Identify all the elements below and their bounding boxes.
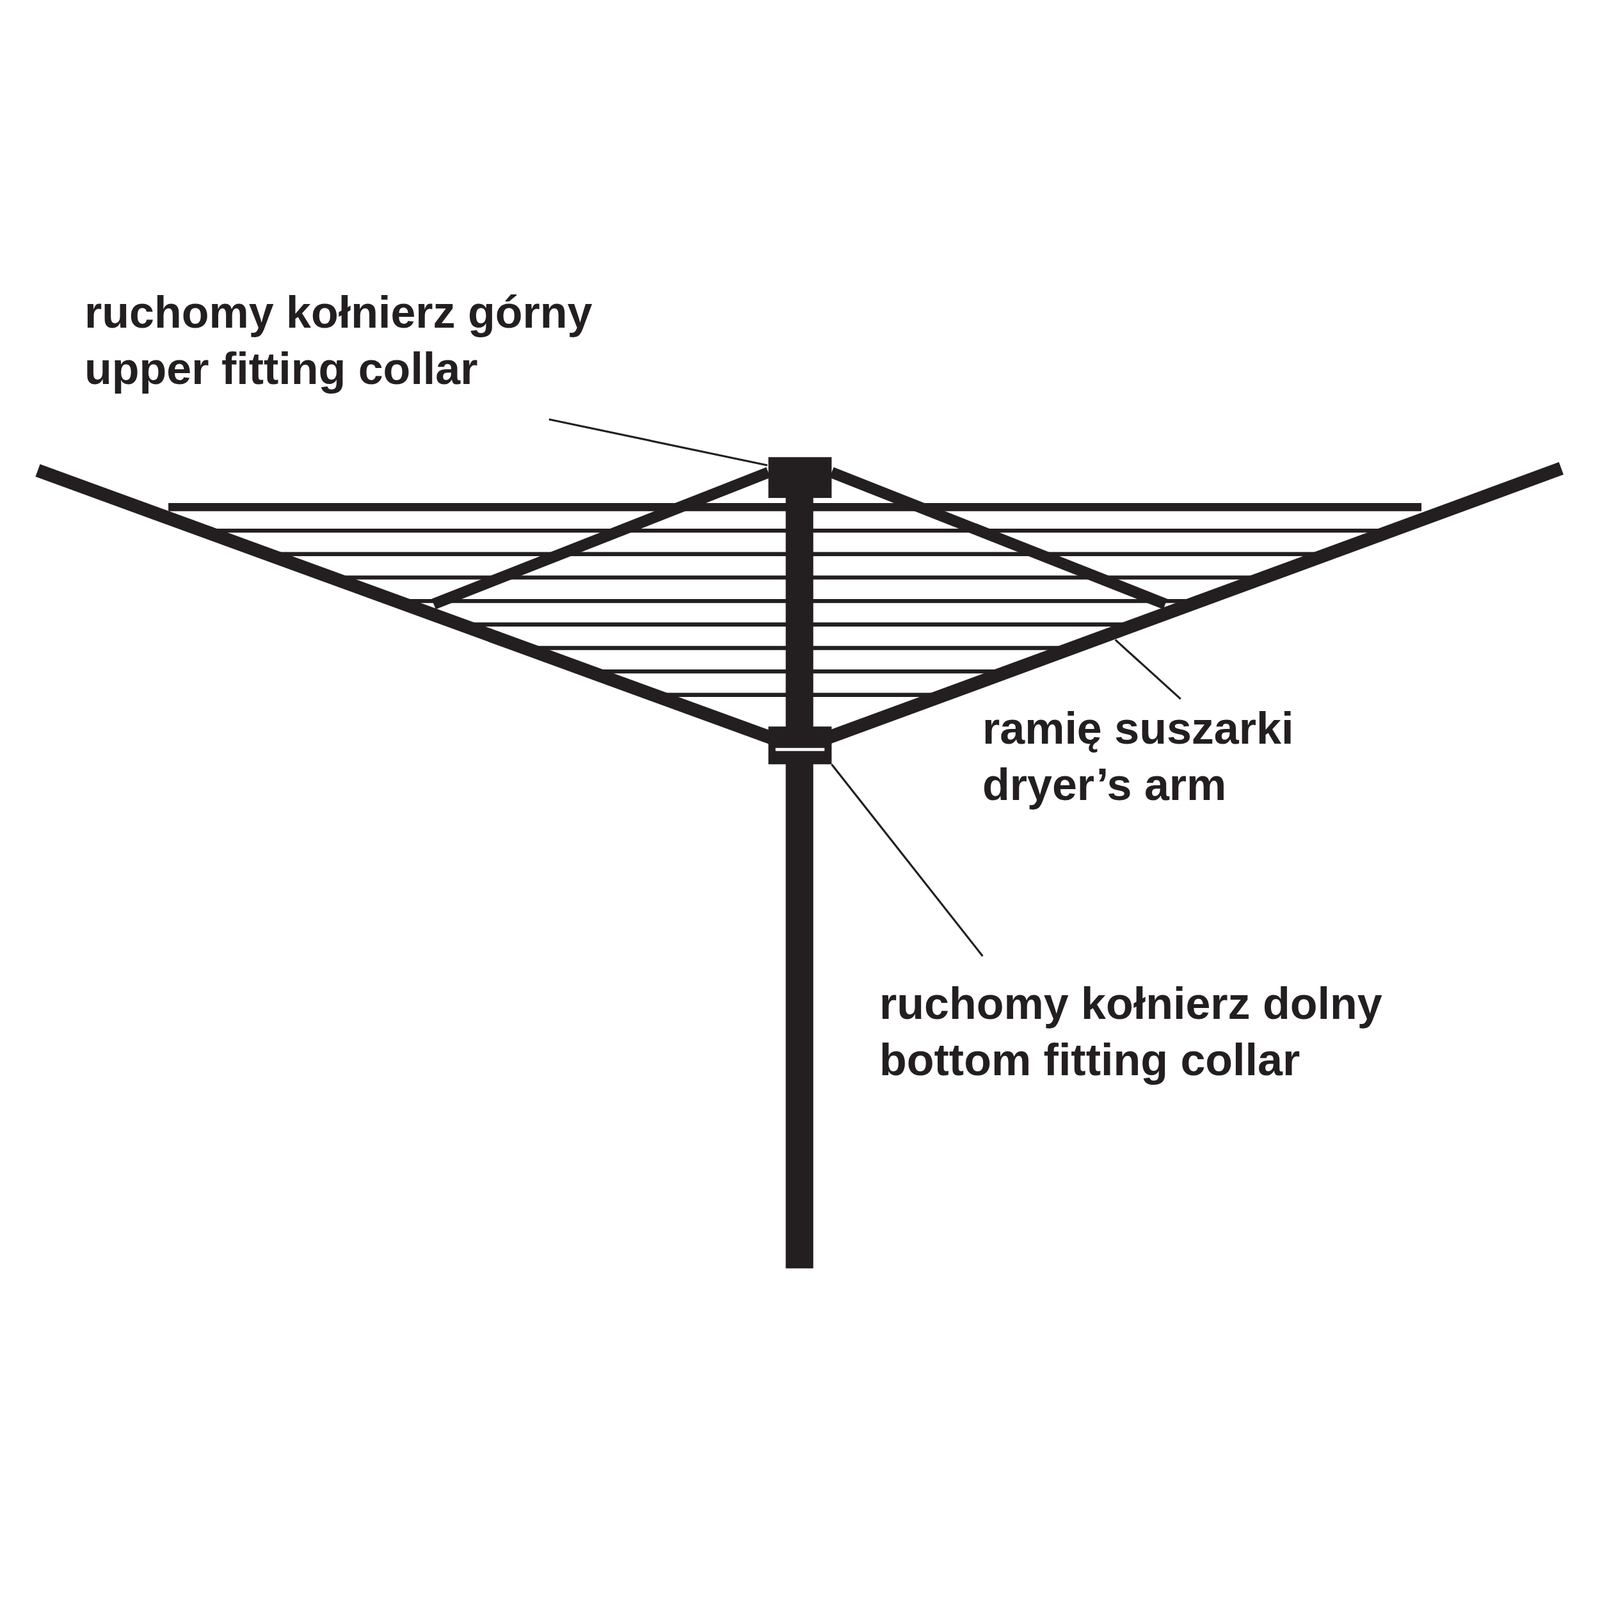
part-label: bottom fitting collar [879,1034,1300,1087]
rear-arm [433,472,769,605]
bottom-collar [768,726,832,765]
leader-line [549,419,768,466]
pole [785,479,814,1268]
leader-line [831,764,983,957]
part-label: ruchomy kołnierz dolny [879,977,1383,1030]
part-label: upper fitting collar [84,343,478,395]
front-arm [811,468,1562,744]
part-label: ramię suszarki [982,702,1294,755]
part-label: ruchomy kołnierz górny [84,286,592,339]
front-arm [37,470,788,744]
collar-gap [775,748,825,752]
upper-collar [768,456,832,498]
part-label: dryer’s arm [982,759,1227,811]
leader-line [1115,640,1181,699]
rear-arm [831,472,1165,605]
